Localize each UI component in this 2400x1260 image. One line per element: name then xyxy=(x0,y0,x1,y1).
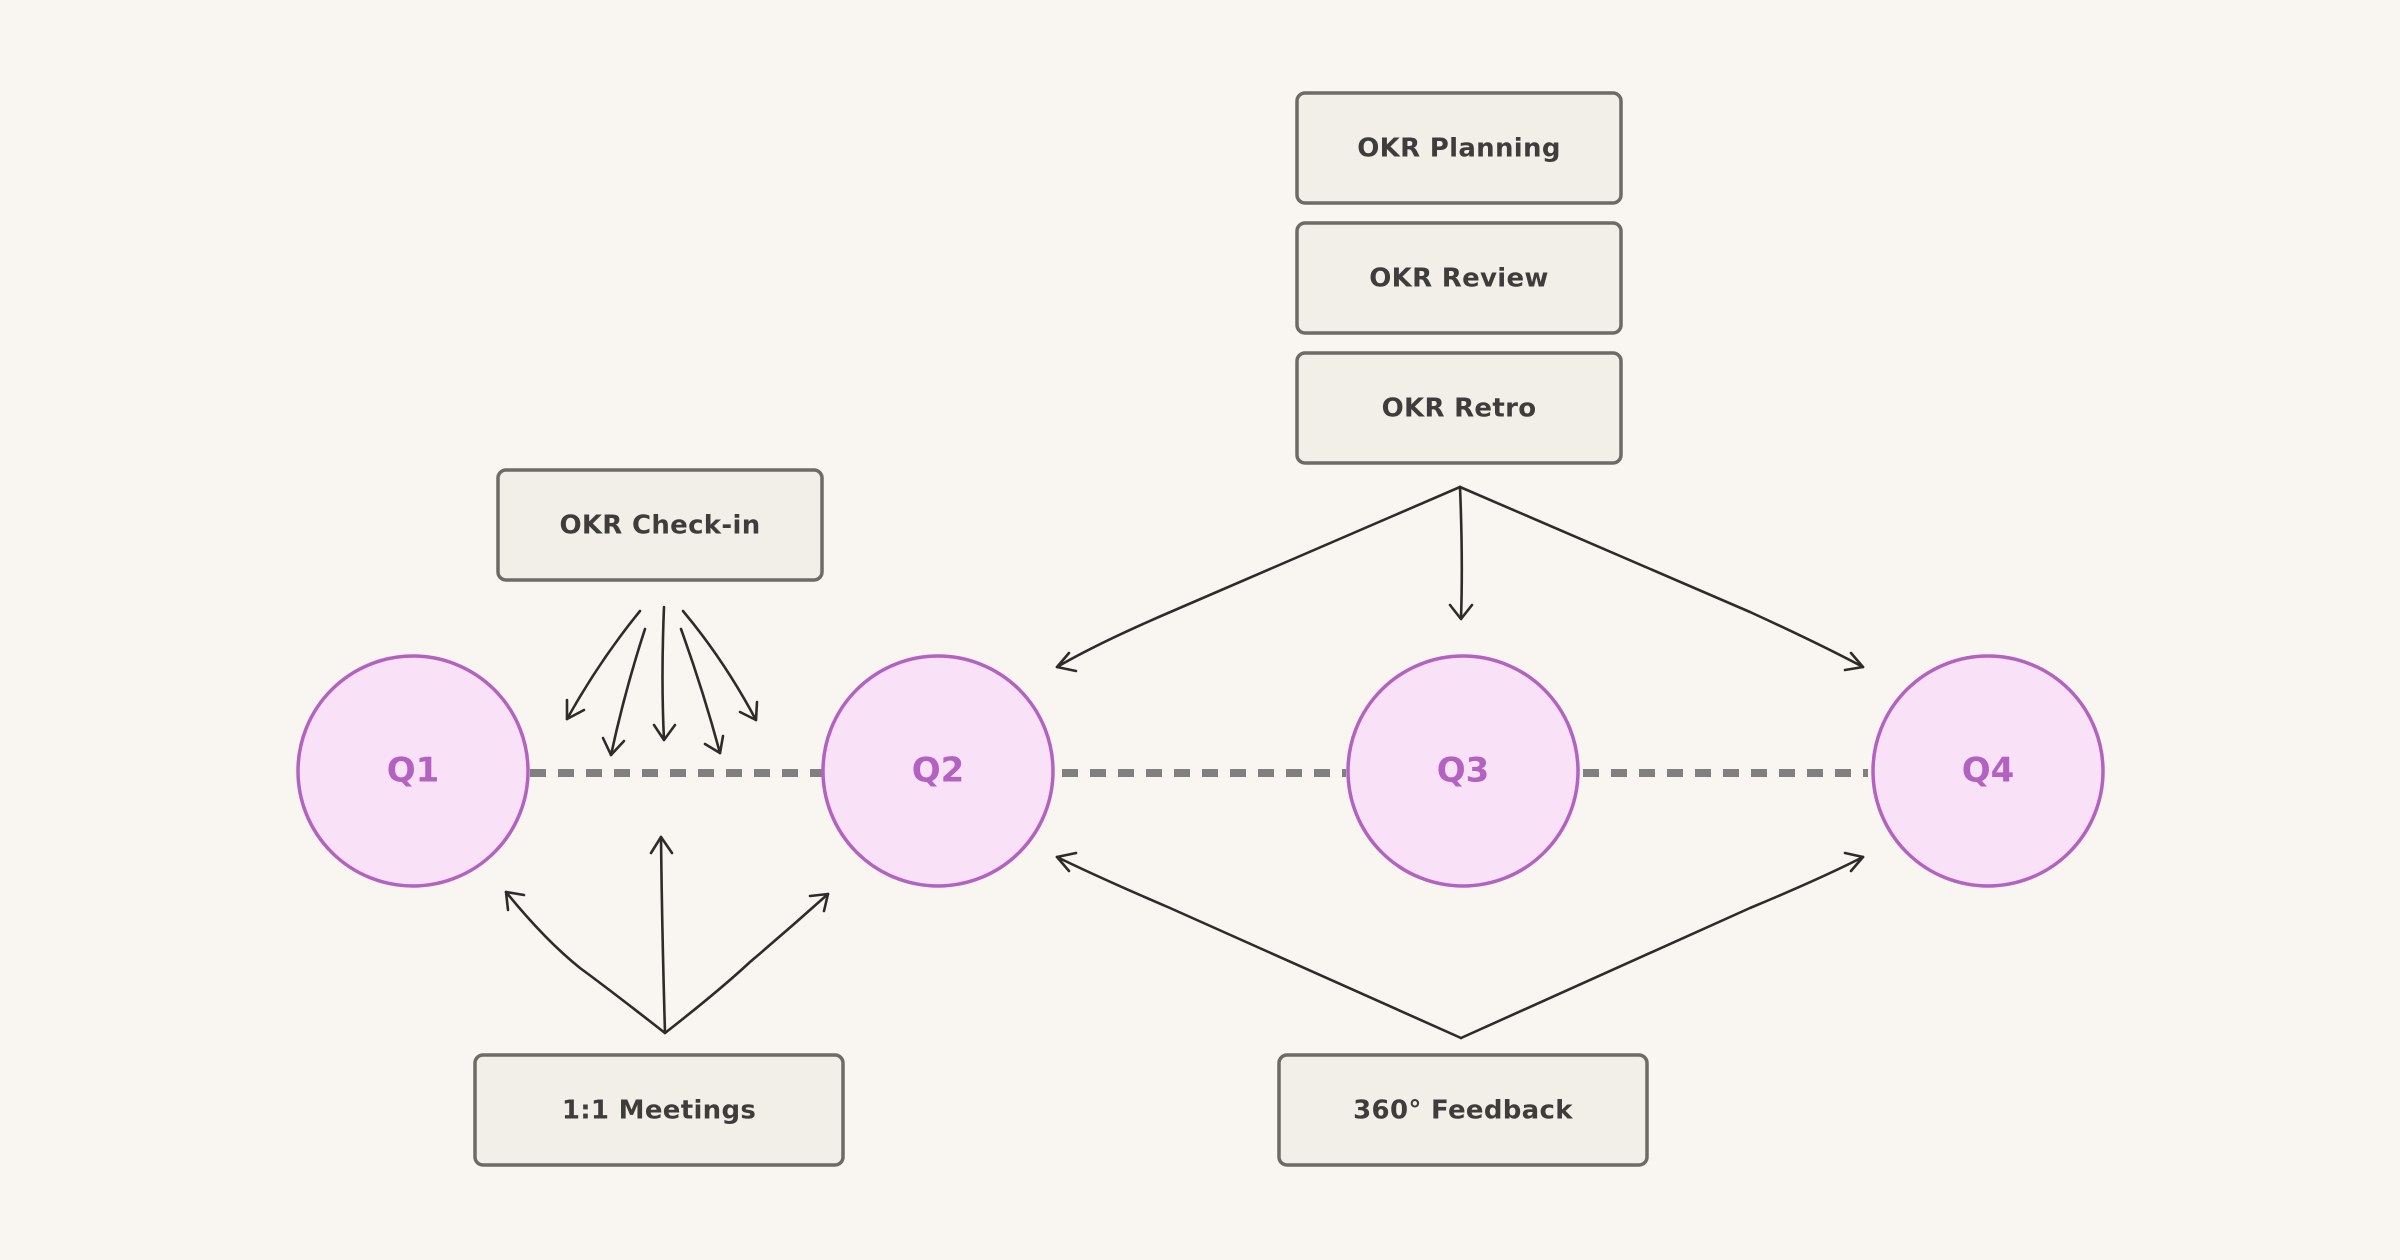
quarter-q4-circle xyxy=(1871,654,2105,888)
quarter-q2-label: Q2 xyxy=(912,751,965,791)
box-okr-retro-label: OKR Retro xyxy=(1382,394,1537,424)
box-okr-retro[interactable]: OKR Retro xyxy=(1295,351,1623,465)
checkin-arrow-5 xyxy=(681,609,759,722)
feedback-arrow-to-q2 xyxy=(1055,851,1463,1040)
checkin-arrow-3 xyxy=(652,605,677,742)
quarter-q2-circle xyxy=(821,654,1055,888)
box-360-feedback-label: 360° Feedback xyxy=(1353,1096,1573,1126)
box-okr-planning-label: OKR Planning xyxy=(1357,134,1561,164)
box-one-on-one-meetings-rect xyxy=(473,1053,845,1167)
quarter-q3-label: Q3 xyxy=(1437,751,1490,791)
box-360-feedback-rect xyxy=(1277,1053,1649,1167)
box-okr-planning-rect xyxy=(1295,91,1623,205)
quarter-q1-circle xyxy=(296,654,530,888)
activity-boxes: OKR Planning OKR Review OKR Retro OKR Ch… xyxy=(473,91,1649,1167)
box-okr-review-label: OKR Review xyxy=(1369,264,1549,294)
meetings-arrow-up xyxy=(649,835,674,1035)
quarter-q1-label: Q1 xyxy=(387,751,440,791)
box-okr-review-rect xyxy=(1295,221,1623,335)
quarter-q3[interactable]: Q3 xyxy=(1346,654,1580,888)
quarter-q3-circle xyxy=(1346,654,1580,888)
quarter-q4-label: Q4 xyxy=(1962,751,2015,791)
box-okr-checkin-label: OKR Check-in xyxy=(559,511,760,541)
arrows xyxy=(504,485,1865,1040)
retro-arrow-to-q4 xyxy=(1458,485,1865,672)
retro-arrow-down xyxy=(1448,485,1474,621)
box-one-on-one-meetings[interactable]: 1:1 Meetings xyxy=(473,1053,845,1167)
box-okr-review[interactable]: OKR Review xyxy=(1295,221,1623,335)
box-one-on-one-meetings-label: 1:1 Meetings xyxy=(562,1096,756,1126)
checkin-arrow-4 xyxy=(679,627,725,755)
box-okr-retro-rect xyxy=(1295,351,1623,465)
feedback-arrow-to-q4 xyxy=(1459,851,1865,1040)
quarter-q1[interactable]: Q1 xyxy=(296,654,530,888)
meetings-arrow-to-q1 xyxy=(504,890,667,1035)
checkin-arrow-2 xyxy=(601,627,647,757)
box-okr-planning[interactable]: OKR Planning xyxy=(1295,91,1623,205)
meetings-arrow-to-q2 xyxy=(663,892,830,1035)
box-360-feedback[interactable]: 360° Feedback xyxy=(1277,1053,1649,1167)
box-okr-checkin-rect xyxy=(496,468,824,582)
checkin-arrow-1 xyxy=(565,609,642,721)
quarters: Q1 Q2 Q3 Q4 xyxy=(296,654,2105,888)
retro-arrow-to-q2 xyxy=(1055,485,1462,673)
quarter-q4[interactable]: Q4 xyxy=(1871,654,2105,888)
quarter-q2[interactable]: Q2 xyxy=(821,654,1055,888)
box-okr-checkin[interactable]: OKR Check-in xyxy=(496,468,824,582)
